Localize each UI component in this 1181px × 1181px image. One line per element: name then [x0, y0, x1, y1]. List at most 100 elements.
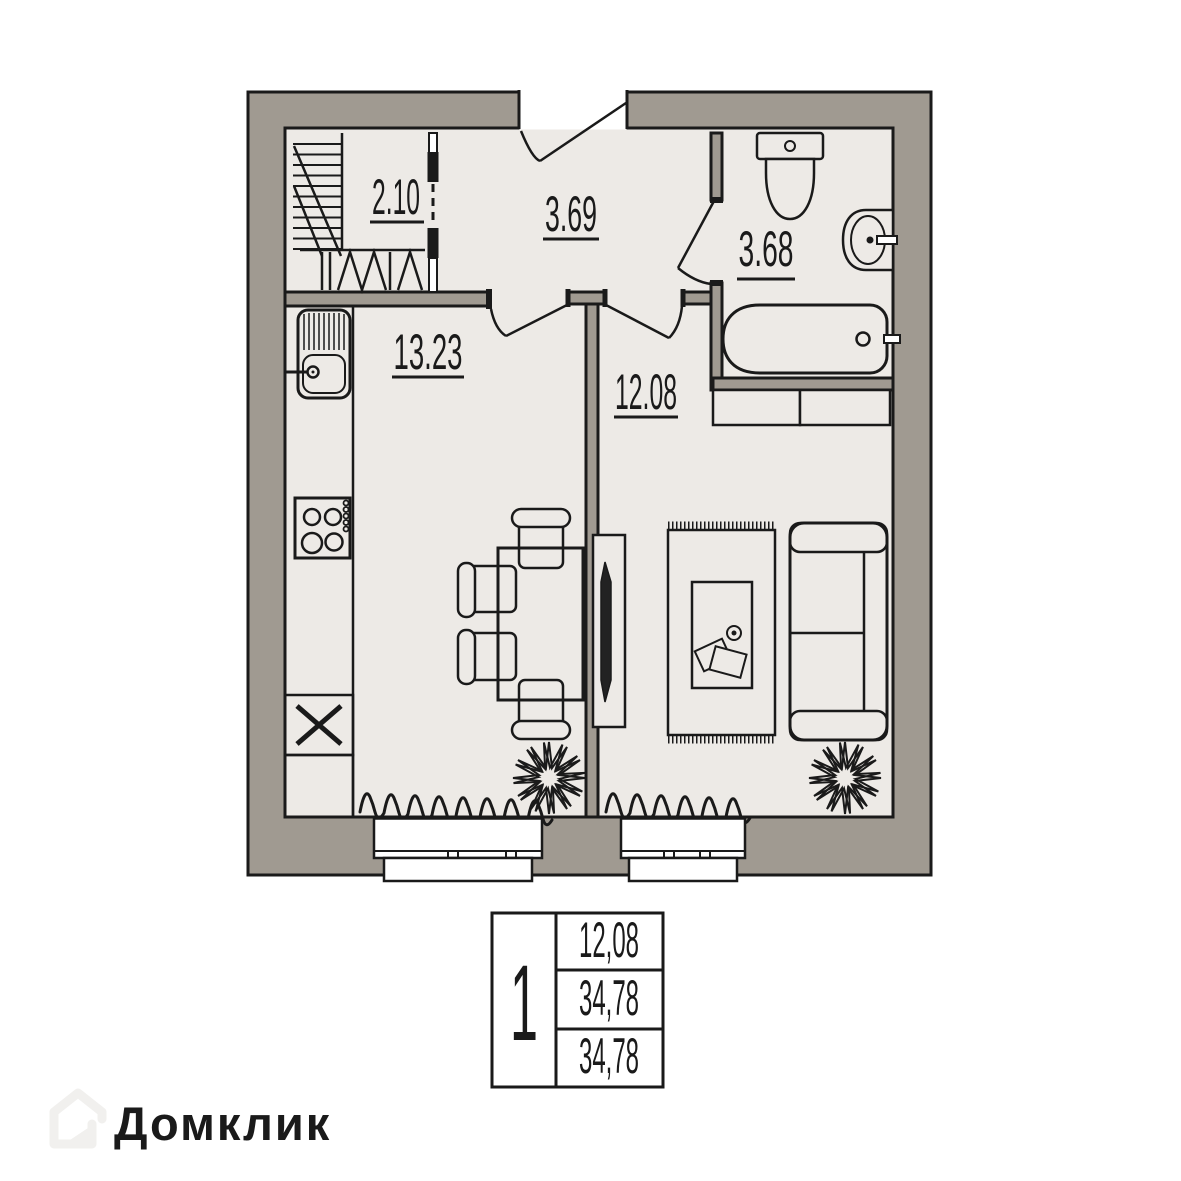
- closet-section: [798, 388, 892, 427]
- windows: [372, 817, 747, 883]
- sofa: [788, 521, 889, 742]
- hall-center-cap: [566, 290, 607, 306]
- coffee-table: [690, 580, 754, 690]
- toilet-tank: [755, 131, 825, 161]
- window-frame: [374, 850, 542, 858]
- wardrobe-area-label: 2.10: [372, 169, 420, 225]
- bathtub-faucet: [883, 334, 901, 344]
- washbasin-faucet: [876, 235, 898, 245]
- table-value-total: 34,78: [579, 1028, 639, 1084]
- bathtub-body: [721, 303, 889, 375]
- table-cell-row3: [554, 1027, 665, 1089]
- apartment-number: 1: [510, 942, 538, 1063]
- cup-dot: [731, 630, 737, 636]
- house-logo-flag: [70, 1124, 94, 1140]
- living-window: [619, 817, 747, 883]
- chair-back: [456, 561, 477, 619]
- table-cell-apartment: [490, 911, 558, 1089]
- kitchen-door-jamb: [486, 289, 492, 309]
- plant: [512, 741, 586, 815]
- hanger-hatch: [320, 247, 424, 295]
- window-recess: [619, 817, 747, 860]
- toilet: [755, 131, 825, 221]
- chair-back: [510, 507, 572, 529]
- kitchen-sink-basin: [302, 354, 346, 394]
- bathroom-area-label: 3.68: [739, 221, 794, 277]
- tv: [600, 561, 612, 703]
- stove-knobs: [342, 499, 350, 533]
- bathroom-left-wall-upper: [709, 131, 724, 202]
- dining-table: [496, 546, 585, 702]
- living-room-fixtures: [591, 388, 892, 744]
- washing-machine: [283, 693, 355, 819]
- chair-back: [456, 628, 477, 686]
- dining-group: [456, 507, 585, 741]
- window-frame: [621, 850, 745, 858]
- cap-jamb-right: [602, 289, 608, 307]
- closet: [711, 388, 892, 427]
- wardrobe-opening-jamb-top: [427, 152, 439, 182]
- kitchen-door-swing: [489, 303, 568, 338]
- living-area-label: 12.08: [615, 364, 677, 420]
- cup: [726, 625, 742, 641]
- magazine: [708, 645, 748, 679]
- burner: [324, 532, 344, 552]
- burner: [323, 507, 343, 527]
- wardrobe-wall-seg-bottom: [428, 257, 438, 293]
- window-sill: [382, 856, 534, 883]
- stove: [293, 496, 352, 560]
- bathroom-left-wall-lower: [709, 281, 724, 392]
- wardrobe-shelves: [293, 143, 342, 250]
- kitchen-fixtures: [283, 306, 585, 819]
- cap-jamb: [680, 289, 686, 307]
- outer-wall-ring: [246, 90, 933, 877]
- table-value-area: 34,78: [579, 970, 639, 1026]
- bathroom-door-swing: [676, 200, 716, 286]
- table-value-living: 12,08: [579, 912, 639, 968]
- counter-cell: [283, 753, 355, 819]
- bathroom-fixtures: [721, 131, 901, 375]
- interior-walls: [283, 131, 895, 819]
- curtain-living: [604, 792, 752, 825]
- watermark: Домклик: [49, 1088, 331, 1150]
- washbasin-drain: [866, 236, 874, 244]
- door-swings: [489, 101, 716, 340]
- cap-jamb-left: [565, 289, 571, 307]
- burner: [300, 531, 324, 555]
- hallway-area-label: 3.69: [545, 186, 597, 242]
- rug: [666, 521, 777, 744]
- toilet-flush-button: [784, 140, 796, 152]
- wardrobe-opening-jamb-bottom: [427, 228, 439, 258]
- sofa-outline: [788, 521, 889, 742]
- kitchen-faucet-dot: [311, 370, 315, 374]
- wardrobe-shelf-diagonals: [292, 145, 343, 257]
- summary-table: 1 12,08 34,78 34,78: [490, 911, 665, 1089]
- washbasin: [841, 208, 898, 272]
- bathtub-drain: [855, 331, 871, 347]
- kitchen-top-wall: [283, 290, 492, 308]
- living-door-swing: [605, 303, 684, 340]
- entrance-jambs: [517, 90, 629, 129]
- kitchen-sink: [285, 308, 352, 400]
- burner: [302, 507, 322, 527]
- room-labels: 2.10 3.69 3.68 13.23 12.08: [370, 169, 795, 420]
- bathroom-door-jamb-bottom: [710, 280, 723, 286]
- toilet-bowl: [764, 157, 816, 221]
- bathroom-bottom-wall: [711, 376, 895, 392]
- kitchen-area-label: 13.23: [394, 324, 463, 380]
- entrance-door-swing: [519, 101, 627, 163]
- sofa-armrest: [788, 709, 889, 742]
- wardrobe-room: [292, 132, 439, 295]
- wardrobe-wall-seg-top: [428, 132, 438, 154]
- rug-body: [666, 528, 777, 737]
- window-sill: [627, 856, 739, 883]
- kitchen-sink-drainer: [303, 313, 345, 350]
- sofa-armrest: [788, 521, 889, 554]
- bathroom-door-jamb-top: [710, 197, 723, 203]
- watermark-text: Домклик: [114, 1097, 331, 1150]
- kitchen-window: [372, 817, 544, 883]
- outer-walls: [246, 89, 933, 877]
- table-cell-row2: [554, 968, 665, 1031]
